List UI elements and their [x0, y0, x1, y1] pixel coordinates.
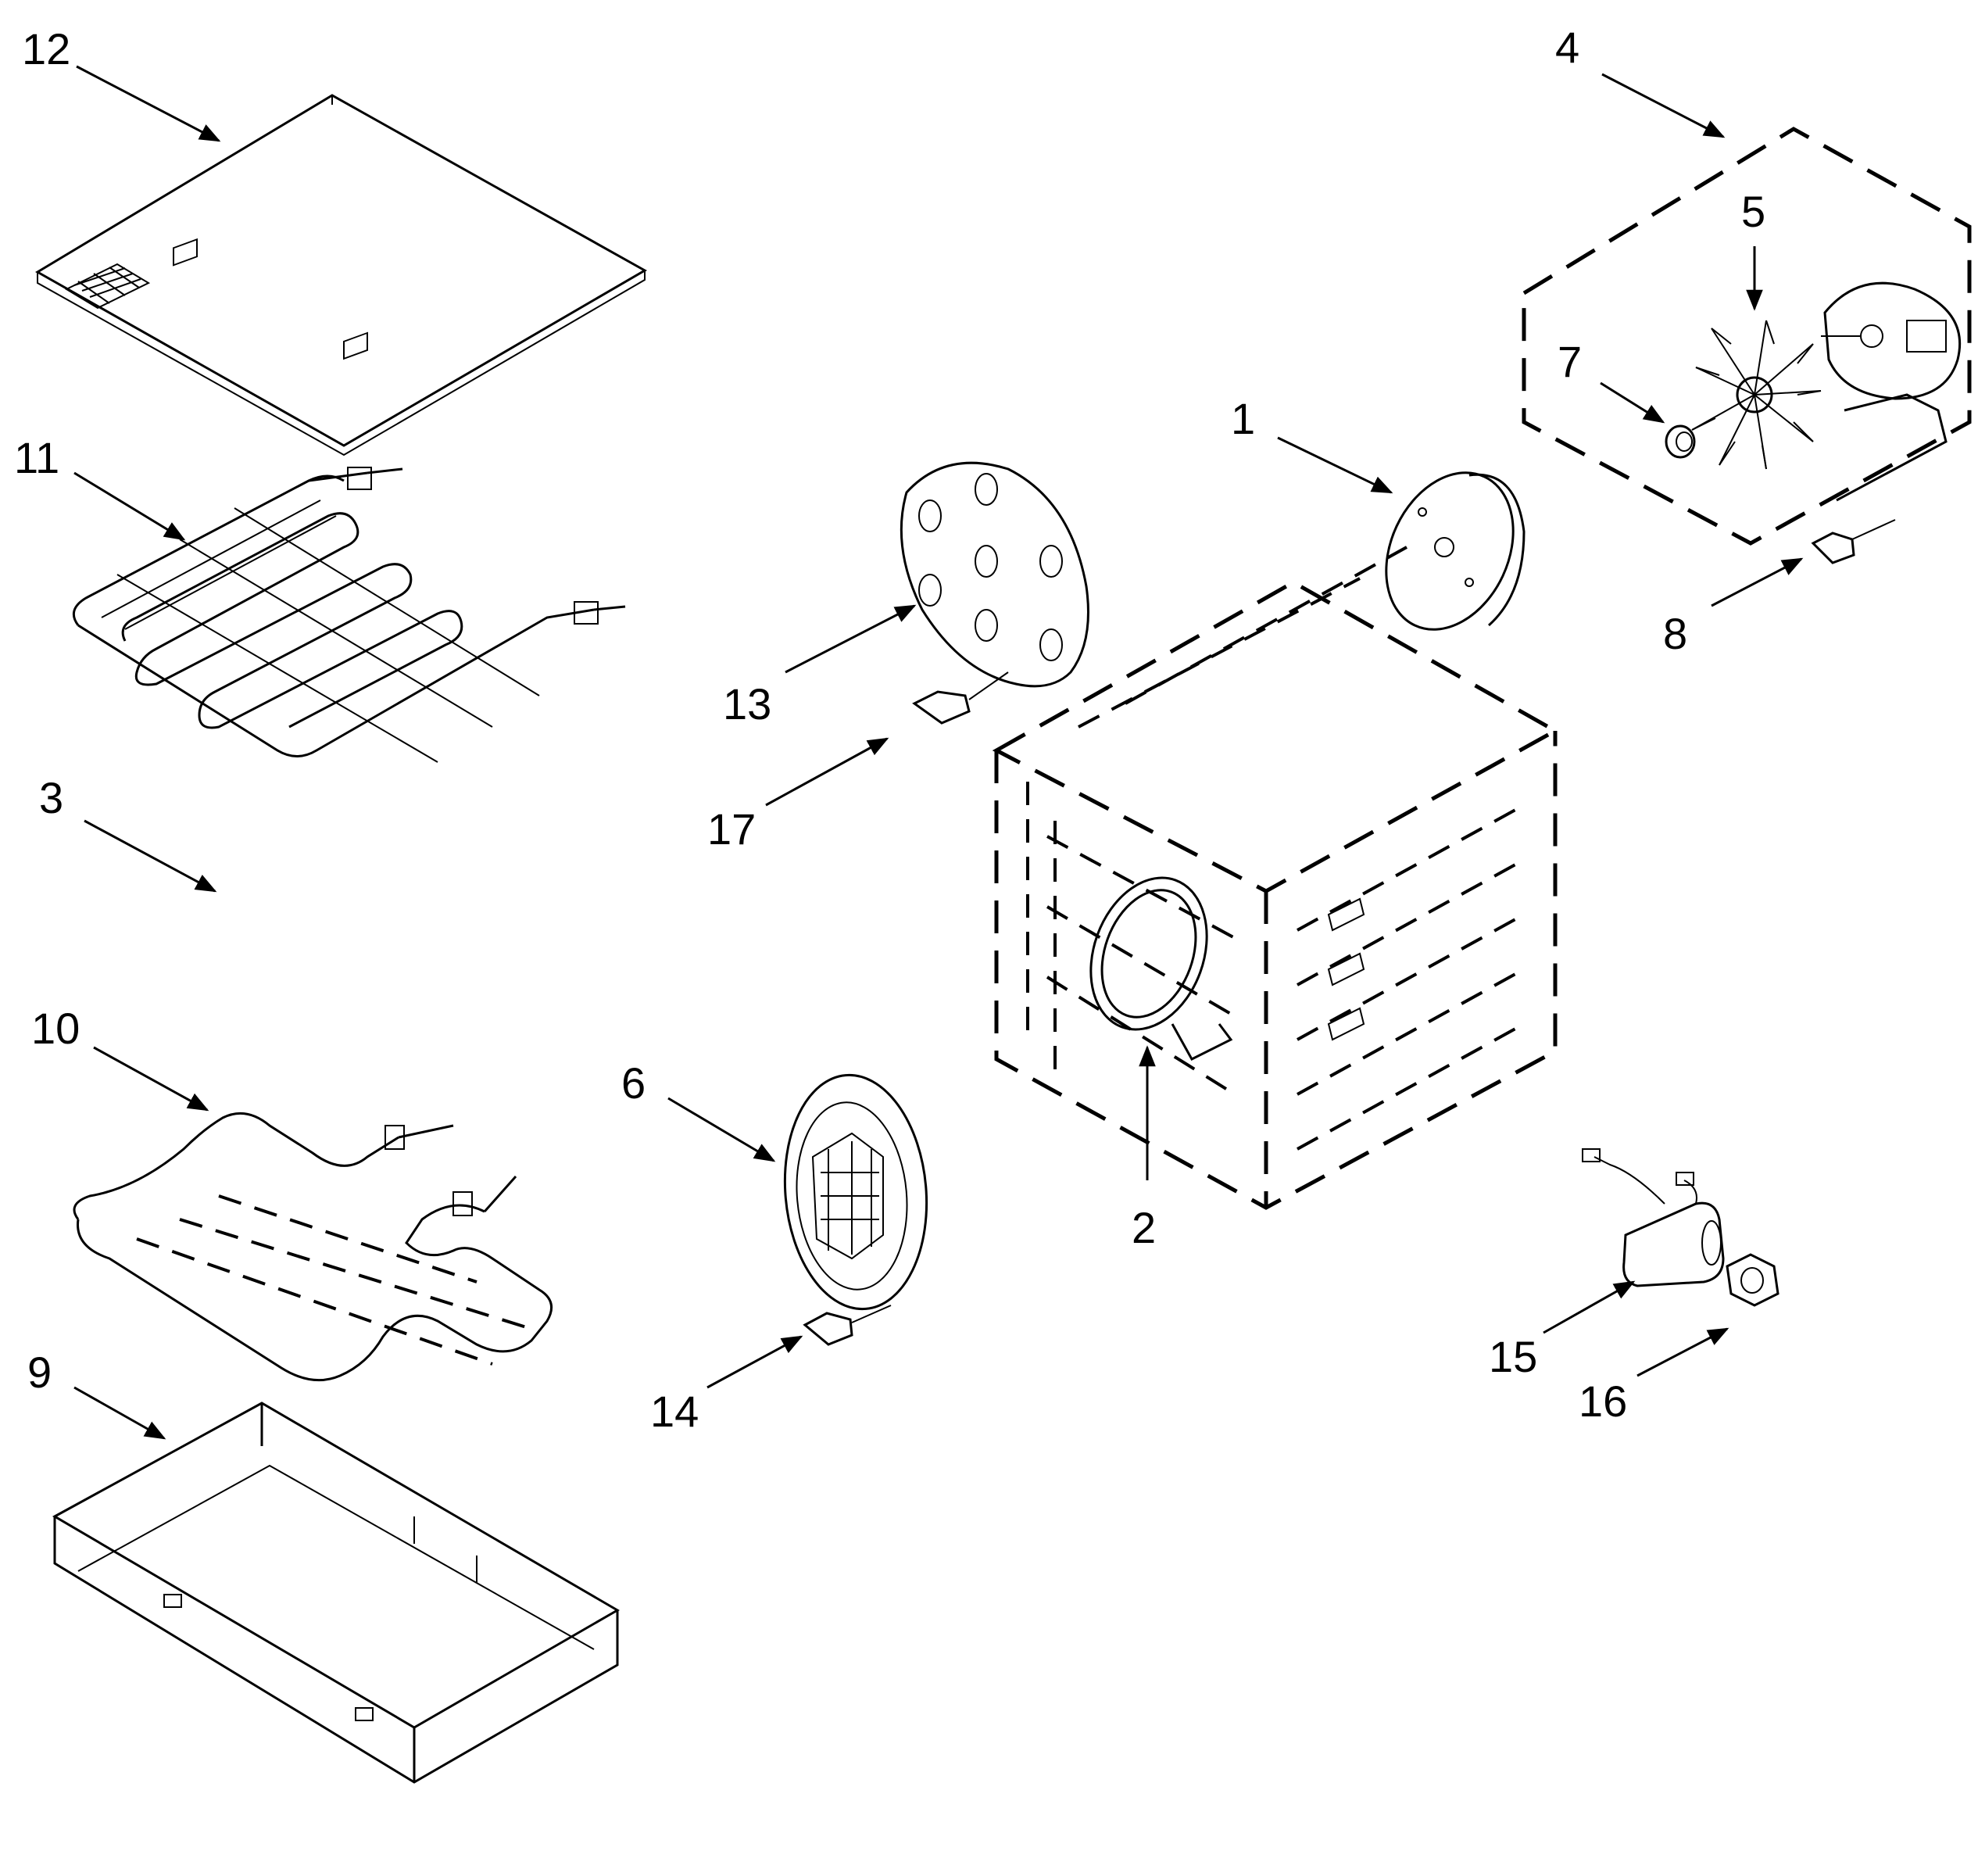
leader-8 [1711, 557, 1804, 607]
leader-14 [706, 1335, 803, 1389]
leader-7 [1600, 381, 1665, 424]
leader-4 [1601, 73, 1726, 138]
callout-9: 9 [27, 1348, 52, 1397]
part-14-screw [803, 1305, 892, 1346]
callout-3: 3 [39, 773, 63, 822]
part-8-screw [1811, 519, 1896, 564]
part-9-tray [52, 1402, 620, 1784]
callout-12: 12 [22, 24, 70, 73]
leader-3 [84, 819, 217, 893]
callout-17: 17 [707, 804, 756, 854]
leader-6 [667, 1097, 776, 1162]
part-16-hex-nut [1726, 1253, 1779, 1307]
part-15-socket [1582, 1148, 1725, 1287]
callout-16: 16 [1579, 1377, 1627, 1426]
part-6-fan-cover [783, 1073, 928, 1311]
callout-10: 10 [31, 1004, 80, 1053]
callout-1: 1 [1231, 394, 1255, 443]
part-7-nut [1665, 424, 1696, 459]
part-12-top-panel [35, 94, 648, 456]
leader-16 [1636, 1327, 1729, 1377]
vent-grid [64, 263, 151, 310]
part-5-fan-blade [1691, 320, 1822, 470]
callout-14: 14 [650, 1387, 699, 1436]
leader-11 [73, 471, 186, 541]
part-4-fan-assembly [1522, 127, 1972, 546]
part-13-baffle-plate [900, 461, 1089, 688]
callout-11: 11 [14, 433, 59, 482]
leader-15 [1543, 1280, 1636, 1334]
callout-8: 8 [1663, 609, 1687, 658]
leader-1 [1277, 436, 1393, 494]
leader-13 [785, 604, 917, 674]
leader-12 [76, 65, 221, 142]
callout-6: 6 [621, 1058, 646, 1108]
callout-labels: 12 11 3 10 9 4 5 7 1 8 13 17 2 6 14 15 1… [14, 23, 1765, 1436]
part-11-heating-element [72, 467, 626, 763]
part-1-disc-cover [1385, 471, 1526, 631]
part-17-screw [912, 671, 1009, 725]
callout-7: 7 [1558, 337, 1582, 386]
leader-17 [765, 737, 889, 807]
leader-lines [73, 65, 1804, 1440]
fan-motor [1821, 281, 1962, 400]
part-2-ring-element [1089, 876, 1233, 1061]
leader-9 [73, 1386, 166, 1440]
callout-5: 5 [1741, 187, 1765, 236]
part-10-bake-element [73, 1112, 553, 1382]
callout-13: 13 [723, 679, 771, 729]
callout-2: 2 [1132, 1203, 1156, 1252]
oven-cavity [992, 546, 1560, 1210]
leader-10 [93, 1046, 209, 1112]
callout-4: 4 [1555, 23, 1579, 72]
callout-15: 15 [1489, 1332, 1537, 1381]
